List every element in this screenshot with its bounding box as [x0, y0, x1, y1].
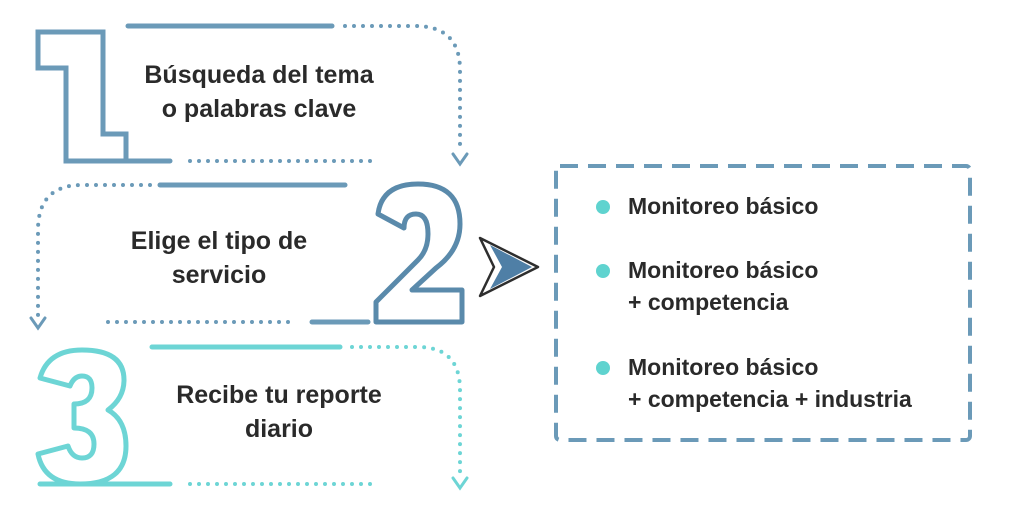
step-1-line-1: Búsqueda del tema [144, 61, 374, 89]
bullet-dot-icon [596, 200, 610, 214]
bullet-dot-icon [596, 264, 610, 278]
step-1-number [35, 29, 129, 164]
step-2-text: Elige el tipo de servicio [94, 224, 344, 292]
option-1-line-1: Monitoreo básico [628, 193, 819, 219]
step-1-text: Búsqueda del tema o palabras clave [118, 58, 400, 126]
step-2-line-2: servicio [171, 261, 267, 289]
option-3-line-1: Monitoreo básico [628, 354, 819, 380]
step-3-text: Recibe tu reporte diario [138, 378, 420, 446]
step-3-line-2: diario [244, 415, 314, 443]
option-2-line-2: + competencia [628, 289, 789, 315]
arrow-icon [478, 236, 540, 298]
step-3-number [35, 347, 129, 487]
option-2-line-1: Monitoreo básico [628, 257, 819, 283]
step-3-line-1: Recibe tu reporte [176, 381, 382, 409]
options-box [554, 164, 972, 442]
step-2-number [373, 181, 465, 325]
step-1-line-2: o palabras clave [161, 95, 357, 123]
bullet-dot-icon [596, 361, 610, 375]
step-2-line-1: Elige el tipo de [130, 227, 308, 255]
step-2-frame [29, 182, 371, 331]
option-3-line-2: + competencia + industria [628, 386, 912, 412]
